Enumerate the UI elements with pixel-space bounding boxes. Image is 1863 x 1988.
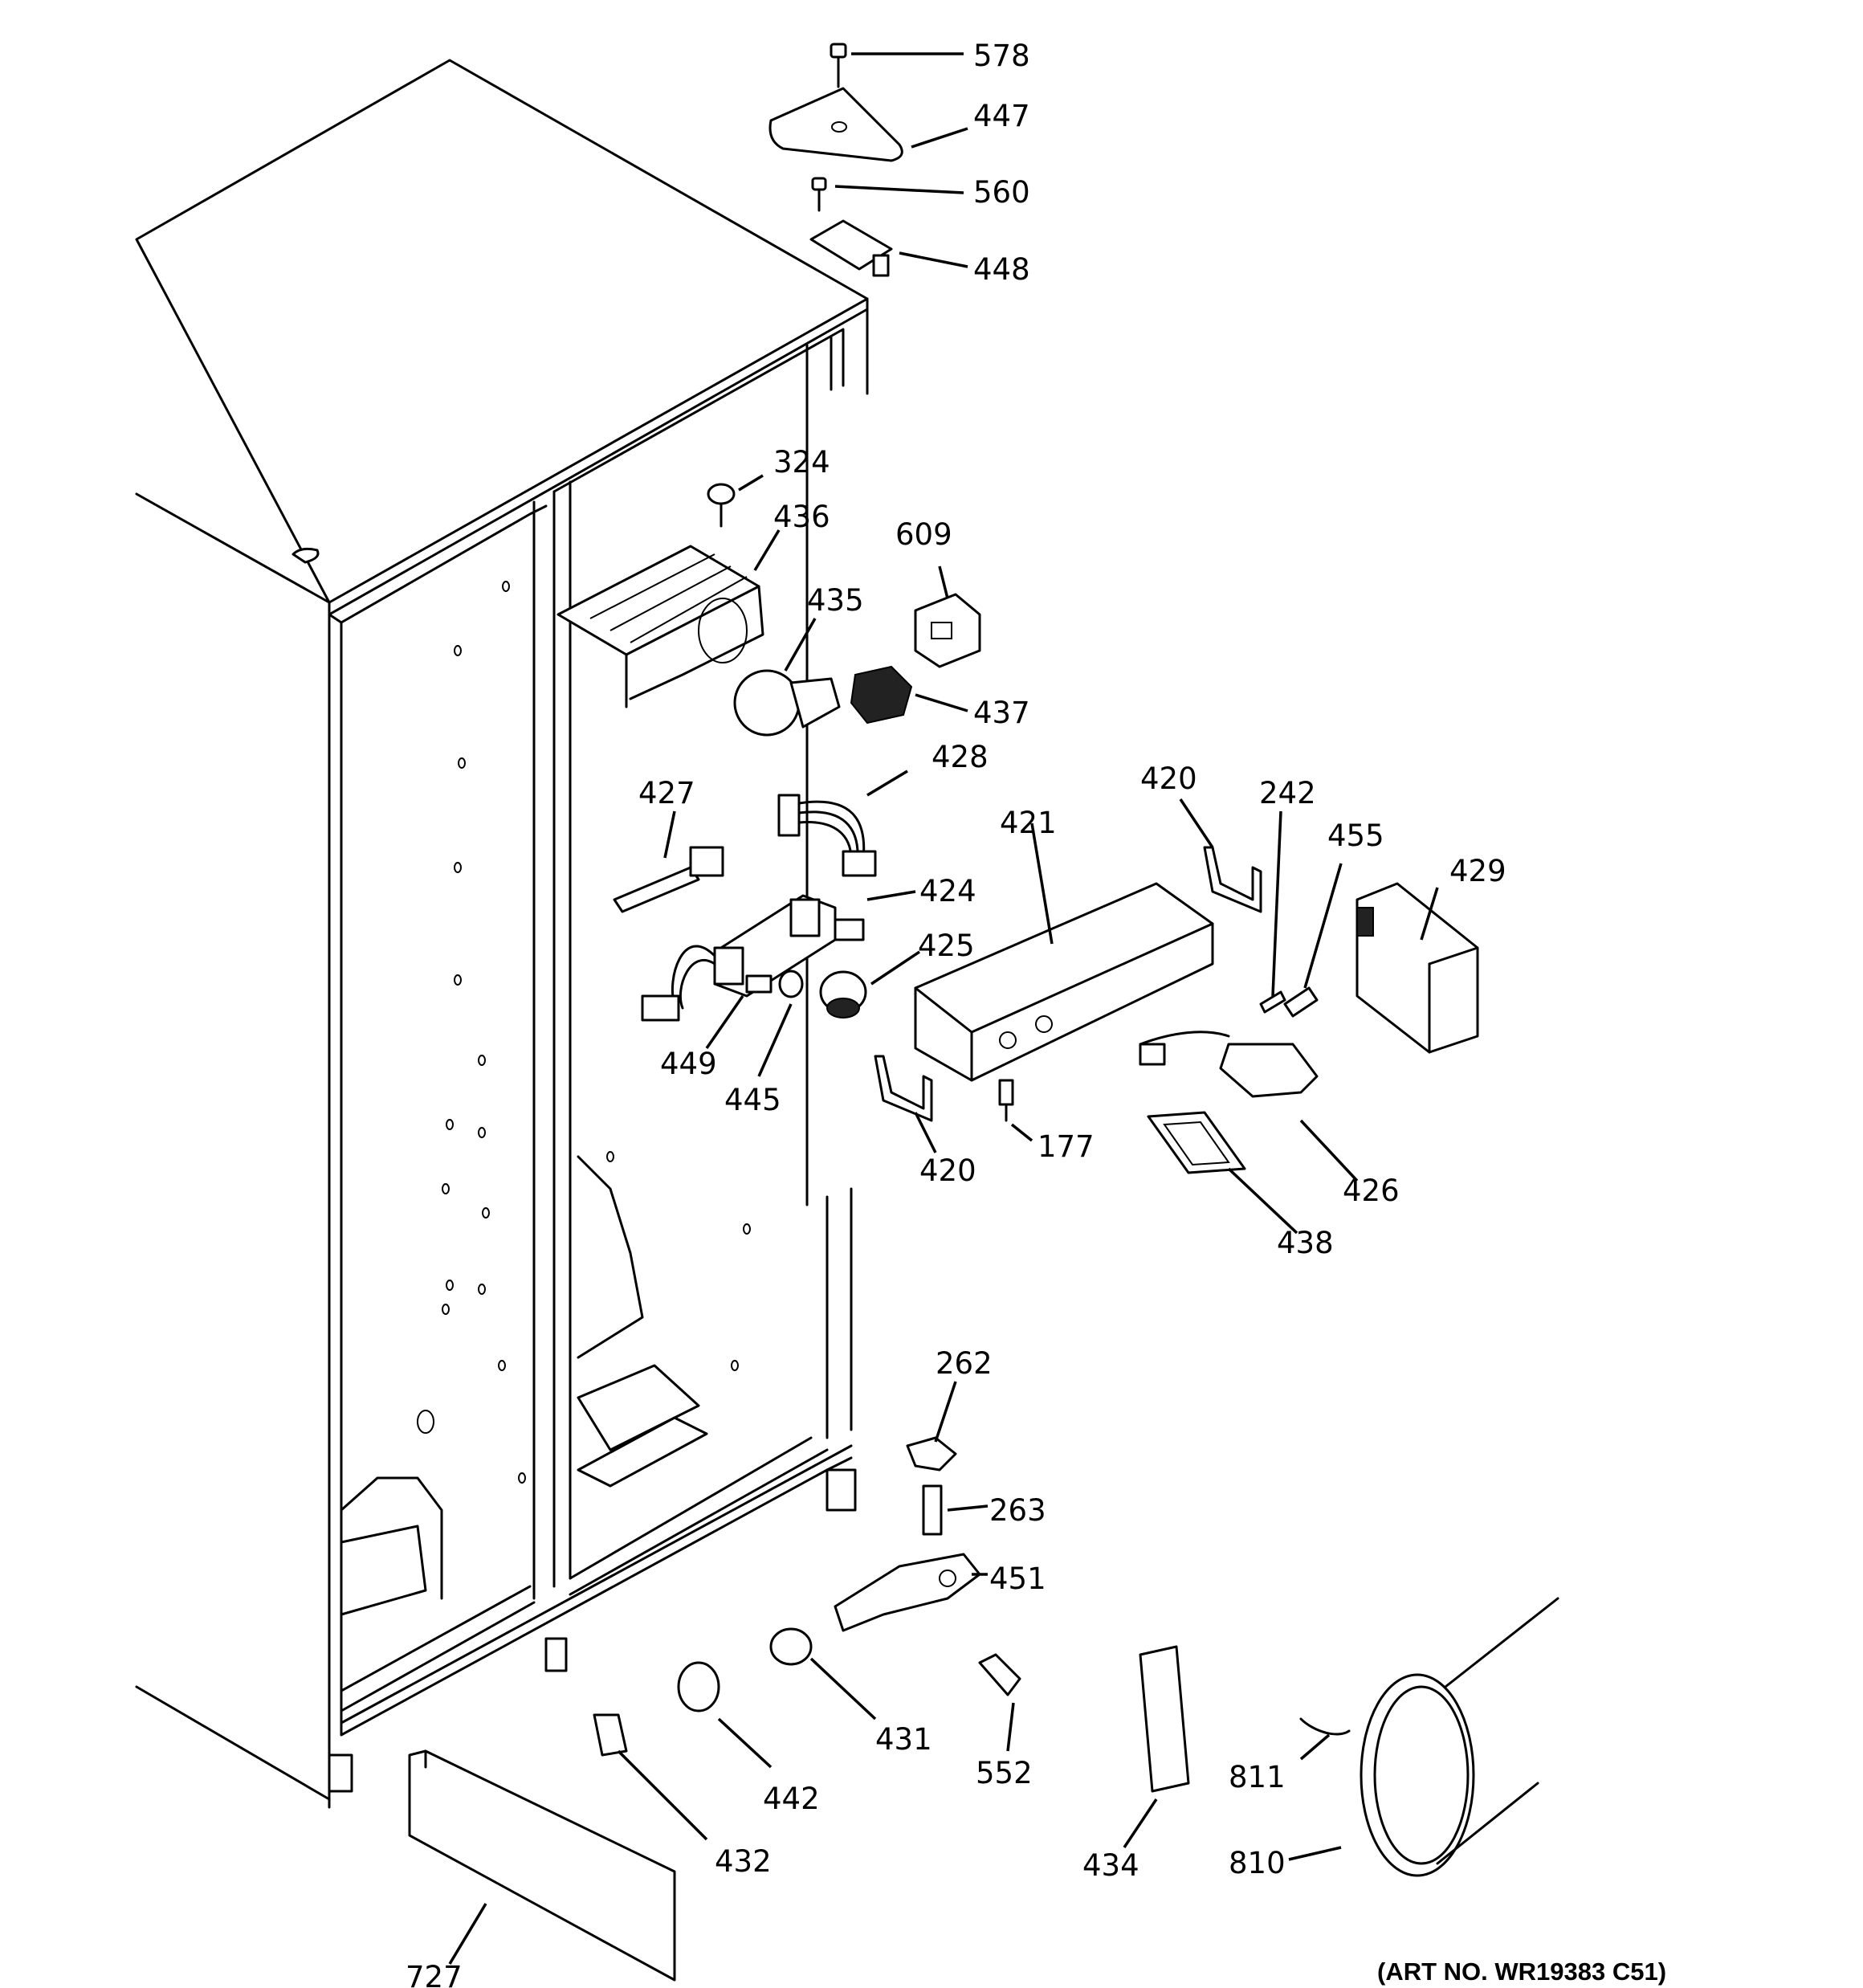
part-436: [556, 529, 781, 708]
part-451: [834, 1553, 988, 1632]
part-449: [705, 995, 744, 1049]
part-420b: [874, 1055, 937, 1153]
part-442: [677, 1661, 773, 1769]
label-421: 421: [1000, 806, 1057, 840]
labels: 578 447 560 448 324 436 609 435 437 428 …: [406, 39, 1666, 1988]
part-447: [768, 87, 968, 162]
part-609: [914, 565, 981, 668]
label-552: 552: [976, 1756, 1033, 1790]
label-432: 432: [715, 1844, 772, 1879]
label-811: 811: [1229, 1760, 1286, 1794]
part-429: [1355, 882, 1479, 1054]
label-449: 449: [660, 1047, 717, 1081]
label-429: 429: [1449, 854, 1506, 888]
label-455: 455: [1327, 818, 1384, 853]
part-435: [733, 618, 841, 737]
label-437: 437: [973, 696, 1030, 730]
part-448: [809, 219, 968, 277]
part-810: [1288, 1597, 1559, 1877]
label-262: 262: [936, 1346, 993, 1381]
part-262: [906, 1381, 957, 1472]
part-424: [641, 890, 916, 1022]
part-324: [707, 474, 764, 528]
label-442: 442: [763, 1782, 820, 1816]
refrigerator-case: [135, 59, 869, 1809]
label-263: 263: [989, 1493, 1046, 1528]
label-434: 434: [1082, 1848, 1139, 1883]
label-424: 424: [919, 874, 976, 908]
label-435: 435: [807, 583, 864, 618]
label-438: 438: [1277, 1226, 1334, 1260]
part-263: [922, 1484, 989, 1536]
part-420a: [1179, 798, 1262, 913]
label-436: 436: [773, 500, 830, 534]
part-425: [819, 950, 920, 1018]
label-177: 177: [1037, 1129, 1095, 1164]
part-455: [1283, 863, 1343, 1018]
part-432: [593, 1713, 708, 1841]
part-421: [914, 823, 1214, 1082]
part-438: [1147, 1111, 1298, 1235]
label-426: 426: [1343, 1174, 1400, 1208]
part-428: [777, 769, 908, 877]
part-578: [830, 43, 964, 88]
art-number: (ART NO. WR19383 C51): [1377, 1957, 1666, 1986]
label-560: 560: [973, 175, 1030, 210]
label-431: 431: [875, 1722, 932, 1757]
part-427: [613, 810, 724, 913]
label-427: 427: [638, 776, 695, 810]
label-578: 578: [973, 39, 1030, 73]
part-445: [757, 970, 804, 1077]
label-242: 242: [1259, 776, 1316, 810]
part-242: [1259, 810, 1286, 1014]
label-324: 324: [773, 445, 830, 480]
part-727: [408, 1749, 676, 1982]
part-552: [978, 1653, 1021, 1752]
part-426: [1139, 1031, 1359, 1182]
label-810: 810: [1229, 1846, 1286, 1880]
part-437: [850, 665, 968, 725]
label-420a: 420: [1140, 761, 1197, 796]
label-447: 447: [973, 99, 1030, 133]
label-727: 727: [406, 1960, 463, 1988]
part-177: [998, 1079, 1033, 1142]
label-428: 428: [932, 740, 989, 774]
label-420b: 420: [919, 1153, 976, 1188]
part-431: [769, 1627, 877, 1721]
label-609: 609: [895, 517, 952, 552]
label-425: 425: [918, 929, 975, 963]
label-451: 451: [989, 1561, 1046, 1596]
label-448: 448: [973, 252, 1030, 287]
part-560: [811, 177, 964, 212]
label-445: 445: [724, 1083, 781, 1117]
part-434: [1123, 1645, 1190, 1848]
part-811: [1299, 1717, 1351, 1761]
